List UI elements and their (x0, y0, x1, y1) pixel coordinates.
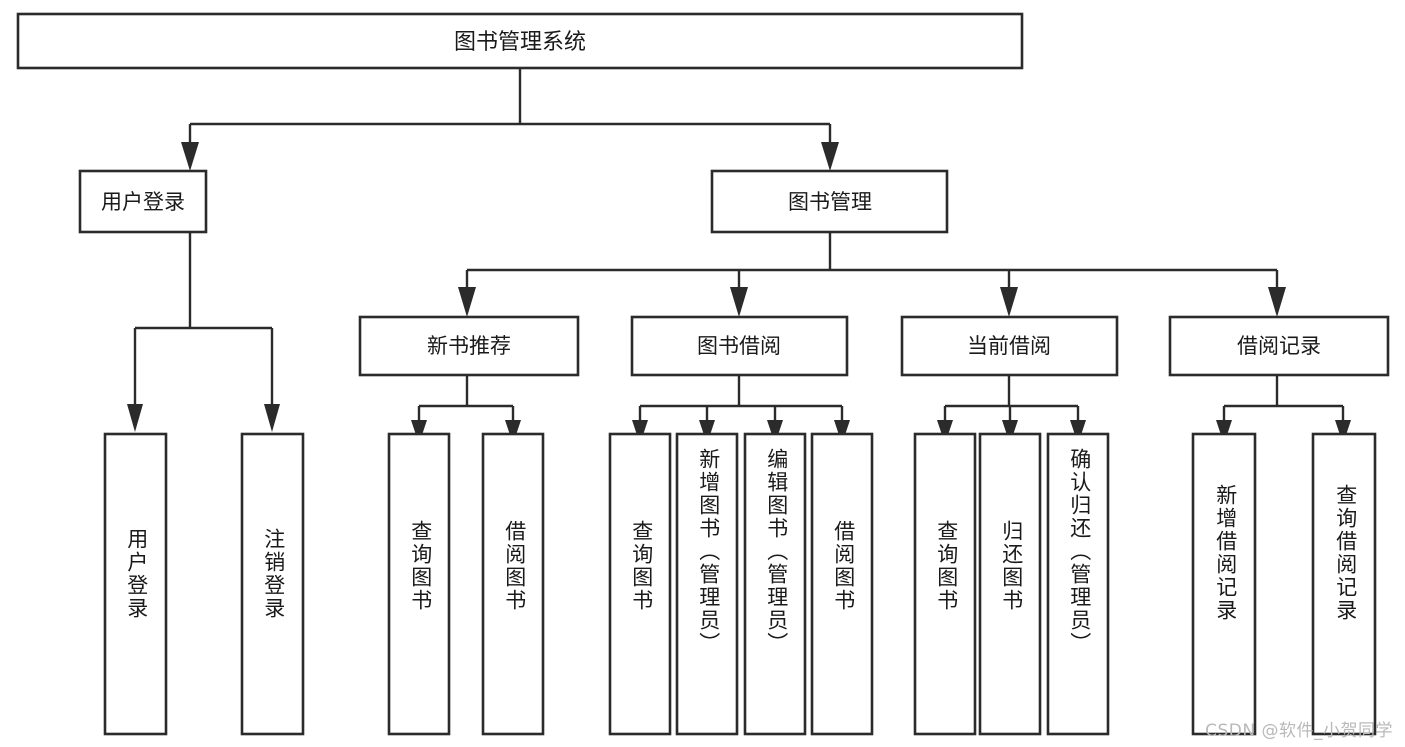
arrow-icon-to-borrow-record (1268, 287, 1286, 317)
arrow-icon-to-leaf-add-record (1216, 420, 1232, 444)
node-box-leaf-user-logout[interactable] (240, 432, 305, 736)
node-layer: 图书管理系统 用户登录 图书管理 新书推荐 图书借阅 当前借阅 借阅记录 (16, 12, 1390, 736)
arrow-icon-to-leaf-query-book-1 (411, 420, 427, 444)
node-box-book-manage[interactable] (710, 169, 949, 234)
node-box-book-borrow[interactable] (630, 315, 849, 377)
arrow-icon-to-user-login (181, 142, 199, 171)
arrow-icon-to-leaf-confirm-return (1070, 420, 1086, 444)
arrow-icon-to-leaf-user-login (127, 404, 143, 432)
node-box-leaf-borrow-book-1[interactable] (481, 432, 545, 736)
node-box-leaf-user-login[interactable] (103, 432, 168, 736)
arrow-icon-to-leaf-query-book-2 (632, 420, 648, 444)
node-box-root[interactable] (16, 12, 1024, 70)
node-label-user-login: 用户登录 (101, 190, 185, 214)
node-label-root: 图书管理系统 (454, 30, 586, 55)
arrow-icon-to-leaf-edit-book (767, 420, 783, 444)
arrow-icon-to-new-book-recommend (458, 287, 476, 317)
node-label-current-borrow: 当前借阅 (967, 334, 1051, 358)
node-box-user-login[interactable] (78, 169, 208, 234)
arrow-icon-to-current-borrow (1000, 287, 1018, 317)
node-box-leaf-query-book-2[interactable] (608, 432, 672, 736)
arrow-icon-to-book-manage (821, 142, 839, 171)
node-box-leaf-edit-book[interactable] (743, 432, 807, 736)
node-box-borrow-record[interactable] (1168, 315, 1390, 377)
arrow-icon-to-leaf-query-record (1335, 420, 1351, 444)
csdn-watermark: CSDN @软件_小贺同学 (1205, 721, 1393, 741)
node-label-new-book-recommend: 新书推荐 (427, 334, 511, 358)
node-box-leaf-borrow-book-2[interactable] (810, 432, 874, 736)
arrow-head-layer (127, 142, 1351, 444)
connector-layer (133, 68, 1345, 422)
arrow-icon-to-leaf-return-book (1002, 420, 1018, 444)
node-box-leaf-query-record[interactable] (1311, 432, 1377, 736)
arrow-icon-to-leaf-borrow-book-1 (505, 420, 521, 444)
node-box-new-book-recommend[interactable] (358, 315, 580, 377)
arrow-icon-to-leaf-user-logout (264, 404, 280, 432)
node-box-leaf-return-book[interactable] (978, 432, 1042, 736)
node-box-leaf-query-book-1[interactable] (387, 432, 451, 736)
node-box-leaf-query-book-3[interactable] (913, 432, 977, 736)
node-box-leaf-add-record[interactable] (1191, 432, 1257, 736)
node-box-leaf-add-book[interactable] (675, 432, 739, 736)
arrow-icon-to-leaf-add-book (699, 420, 715, 444)
node-label-book-manage: 图书管理 (788, 190, 872, 214)
arrow-icon-to-leaf-query-book-3 (937, 420, 953, 444)
node-box-leaf-confirm-return[interactable] (1046, 432, 1110, 736)
node-label-borrow-record: 借阅记录 (1237, 334, 1321, 358)
node-label-book-borrow: 图书借阅 (697, 334, 781, 358)
arrow-icon-to-leaf-borrow-book-2 (834, 420, 850, 444)
node-box-current-borrow[interactable] (900, 315, 1119, 377)
arrow-icon-to-book-borrow (730, 287, 748, 317)
